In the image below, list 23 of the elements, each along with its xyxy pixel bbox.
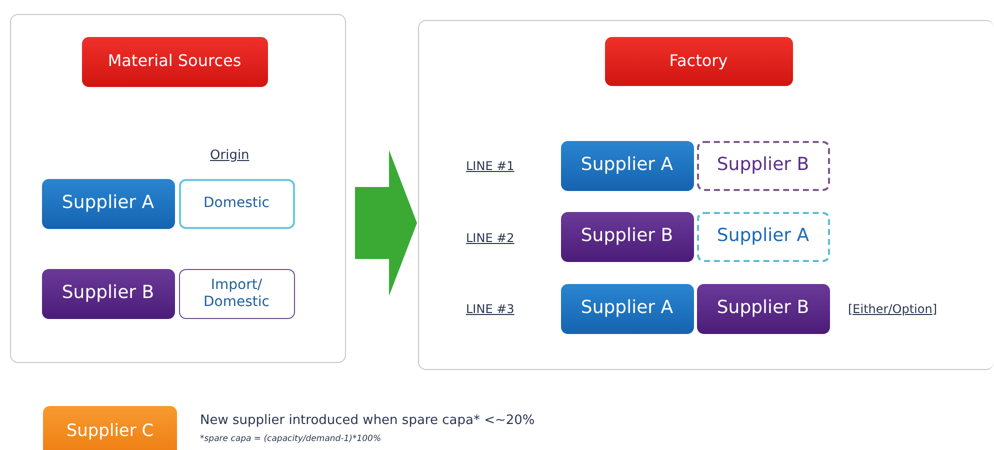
panel-background (418, 20, 994, 370)
column-heading: Origin (210, 148, 250, 163)
block-arrow (355, 150, 417, 296)
note-text: New supplier introduced when spare capa* <~20% (200, 413, 535, 428)
title-box: Factory (604, 36, 792, 86)
origin-box: Domestic (178, 178, 294, 228)
supplier-box: Supplier A (42, 178, 174, 228)
line-label: LINE #3 (466, 302, 514, 316)
supplier-box: Supplier A (560, 284, 694, 334)
panel-background (10, 14, 346, 363)
supplier-box: Supplier C (43, 406, 177, 450)
footnote-text: *spare capa = (capacity/demand-1)*100% (200, 434, 382, 444)
title-box: Material Sources (82, 36, 268, 86)
supplier-box: Supplier B (696, 284, 830, 334)
optional-supplier-box: Supplier B (696, 140, 830, 190)
supplier-box: Supplier A (560, 140, 694, 190)
line-label: LINE #2 (466, 231, 514, 245)
optional-supplier-box: Supplier A (696, 212, 830, 262)
origin-box: Import/ Domestic (178, 268, 294, 318)
line-label: LINE #1 (466, 159, 514, 173)
supplier-box: Supplier B (560, 212, 694, 262)
supplier-box: Supplier B (42, 268, 174, 318)
option-note: [Either/Option] (848, 302, 937, 316)
